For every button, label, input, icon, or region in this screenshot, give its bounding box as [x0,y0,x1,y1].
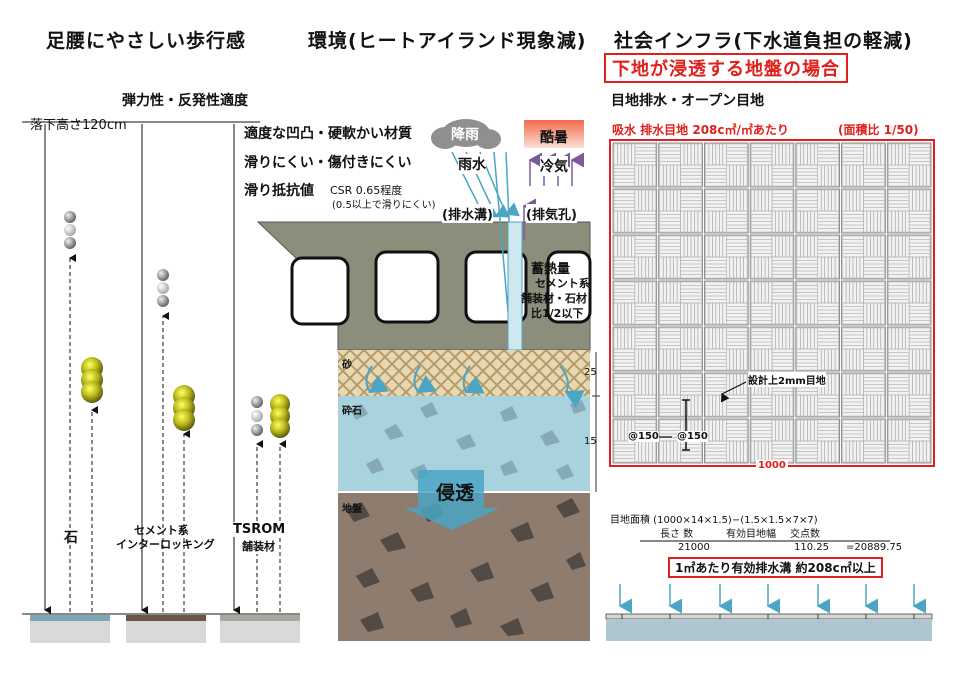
tile [658,188,703,234]
tile [795,234,840,280]
depth-25: 25 [584,367,597,378]
rain-water-label: 雨水 [458,154,486,174]
tile-grid [612,142,932,464]
tile [841,326,886,372]
tile [886,418,932,464]
feature-3: 滑り抵抗値 [244,183,314,199]
drainage-result-box: 1㎡あたり有効排水溝 約208c㎡以上 [668,557,883,578]
label-cement-line2: インターロッキング [116,538,215,551]
tile [795,188,840,234]
formula-col-length: 長さ 数 [660,529,694,540]
tile [749,372,795,418]
infiltration-label: 侵透 [436,482,475,504]
tile [841,418,886,464]
tile [749,188,795,234]
tile [704,234,749,280]
tile [612,280,658,326]
label-tsrom-line1: TSROM [233,522,286,537]
formula-col-cross: 交点数 [790,529,820,540]
label-tsrom-line2: 舗装材 [242,538,275,554]
tile [749,142,795,188]
heat-storage-line1: 蓄熱量 [531,262,571,277]
tile [795,326,840,372]
tile [704,188,749,234]
tile [749,326,795,372]
tile [612,234,658,280]
tile [886,280,932,326]
tile [795,142,840,188]
tile [704,326,749,372]
tile [886,234,932,280]
formula-val-length: 21000 [678,542,710,553]
pitch-label-1: @150 [628,431,659,442]
layer-sand-label: 砂 [342,360,352,371]
feature-1: 適度な凹凸・硬軟かい材質 [244,126,412,142]
tile [749,418,795,464]
heading-infrastructure: 社会インフラ(下水道負担の軽減) [614,30,913,52]
tile [841,234,886,280]
left-panel-title: 弾力性・反発性適度 [122,93,248,109]
tile [795,418,840,464]
tile [841,188,886,234]
width-label: 1000 [756,460,788,471]
tile [658,326,703,372]
right-panel-subtitle: 目地排水・オープン目地 [611,93,765,109]
label-stone: 石 [64,530,78,546]
formula-col-width: 有効目地幅 [726,529,776,540]
tile [612,142,658,188]
tile [658,142,703,188]
layer-ground-label: 地盤 [342,504,362,515]
tile [704,142,749,188]
tile [704,372,749,418]
tile [612,326,658,372]
tile [704,418,749,464]
formula-line: 目地面積 (1000×14×1.5)−(1.5×1.5×7×7) [610,515,818,526]
heading-ground-condition: 下地が浸透する地盤の場合 [604,53,848,83]
layer-gravel-label: 砕石 [342,406,362,417]
heat-label: 酷暑 [540,130,568,146]
tile [658,372,703,418]
formula-val-cross: 110.25 [794,542,829,553]
pitch-label-2: @150 [677,431,708,442]
heat-storage-line3: 舗装材・石材 [521,292,587,305]
tile [749,280,795,326]
tile [612,188,658,234]
heading-environment: 環境(ヒートアイランド現象減) [308,30,587,52]
tile [841,372,886,418]
vent-hole-label: (排気孔) [526,204,577,223]
drain-channel-label: (排水溝) [442,204,493,223]
tile [886,372,932,418]
heat-storage-line4: 比1/2以下 [531,307,584,320]
area-ratio-caption: (面積比 1/50) [838,123,919,137]
tile [841,280,886,326]
cool-air-label: 冷気 [540,156,568,176]
tile [841,142,886,188]
joint-note: 設計上2mm目地 [748,372,826,387]
heat-storage-line2: セメント系 [535,277,590,290]
label-cement-line1: セメント系 [134,524,189,537]
tile [795,280,840,326]
depth-15: 15 [584,436,597,447]
tile [658,280,703,326]
csr-note: (0.5以上で滑りにくい) [332,200,436,211]
csr-value: CSR 0.65程度 [330,184,403,197]
rain-label: 降雨 [451,127,479,143]
formula-val-result: =20889.75 [846,542,903,553]
tile [612,372,658,418]
absorption-caption: 吸水 排水目地 208c㎡/㎡あたり [612,123,789,137]
feature-2: 滑りにくい・傷付きにくい [244,155,412,171]
tile [658,234,703,280]
tile [749,234,795,280]
tile [704,280,749,326]
tile [886,326,932,372]
heading-walking-comfort: 足腰にやさしい歩行感 [46,30,247,52]
tile [886,142,932,188]
tile [886,188,932,234]
